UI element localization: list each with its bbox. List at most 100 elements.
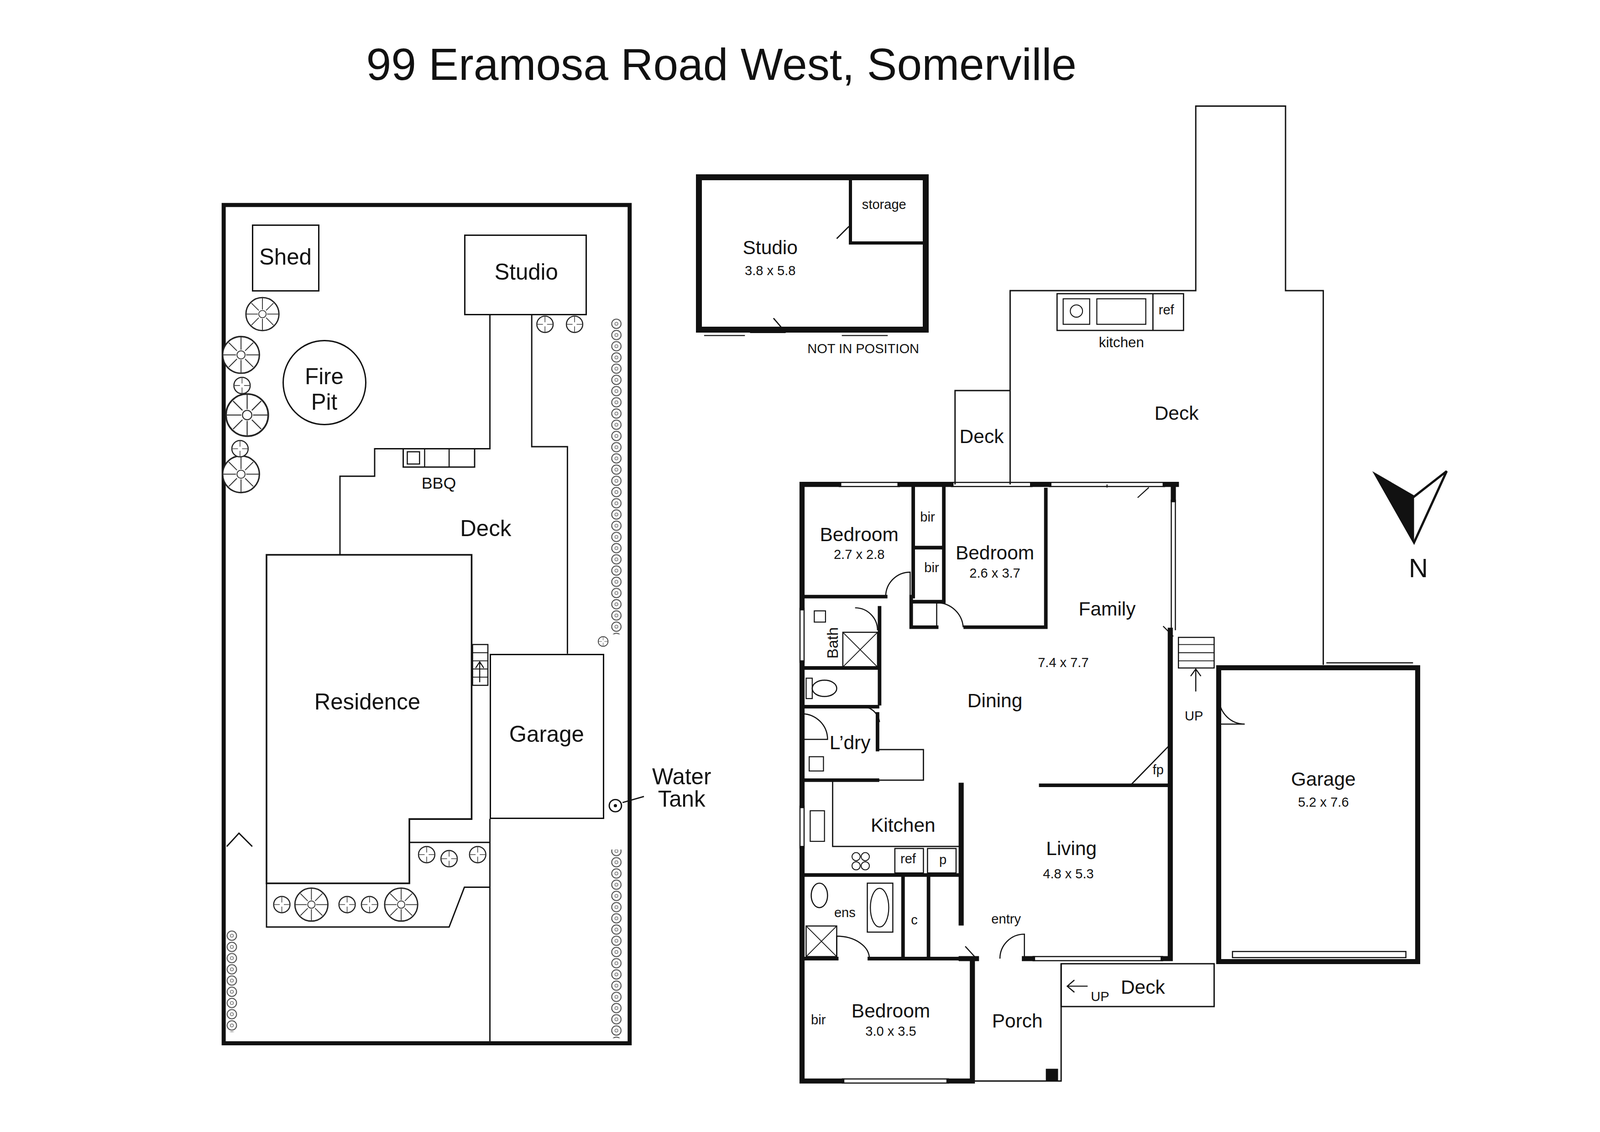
- shrub: [339, 896, 356, 914]
- room-name: Garage: [1291, 768, 1356, 792]
- sink-symbol: [1096, 298, 1146, 325]
- fixture-label: 4.8 x 5.3: [1042, 867, 1094, 882]
- fixture-label: kitchen: [1098, 334, 1145, 351]
- area-label: Kitchen: [870, 815, 936, 837]
- area-label: L’dry: [829, 732, 871, 754]
- area-label: Deck: [1154, 402, 1199, 424]
- bbq-symbol: [1063, 298, 1090, 325]
- shower: [805, 926, 837, 957]
- area-label: N: [1408, 553, 1428, 583]
- area-label: Deck: [1120, 977, 1166, 999]
- north-arrow-fill: [1375, 474, 1415, 543]
- bbq-divider: [424, 448, 450, 467]
- feature-label: BBQ: [421, 474, 457, 493]
- up-arrow: [1190, 669, 1201, 692]
- shrub: [536, 316, 554, 333]
- fixture-label: NOT IN POSITION: [807, 341, 920, 357]
- node-text-group: Fire Pit: [293, 363, 355, 416]
- door-swing: [836, 226, 849, 239]
- node-text-group: Garage: [509, 721, 585, 748]
- cooktop: [861, 862, 870, 871]
- bbq-grill: [407, 451, 420, 465]
- water-tank-dot: [613, 804, 617, 808]
- tree: [384, 888, 418, 921]
- bench: [832, 749, 960, 847]
- garden-bed: [266, 842, 490, 928]
- shrub: [469, 846, 487, 863]
- tree: [222, 455, 260, 493]
- node-text-group: Garage 5.2 x 7.6: [1291, 768, 1356, 811]
- shrub: [361, 896, 378, 914]
- garage-room: Garage 5.2 x 7.6: [1216, 665, 1421, 965]
- hedge: [224, 930, 239, 1033]
- room-name: Residence: [314, 689, 421, 716]
- internal-wall: [801, 484, 1171, 959]
- fixture-label: 2.6 x 3.7: [969, 566, 1020, 581]
- fixture-label: ref: [900, 852, 916, 867]
- area-label: Bedroom: [851, 1000, 931, 1022]
- fixture-label: bir: [920, 510, 935, 525]
- pantry: [927, 848, 957, 874]
- window-gap: [704, 172, 899, 335]
- feature-label: Bath: [824, 627, 842, 659]
- area-label: Living: [1045, 838, 1097, 860]
- area-label: Deck: [460, 516, 512, 541]
- node-text-group: Shed: [259, 244, 312, 271]
- cooktop: [861, 852, 870, 862]
- tree: [225, 393, 269, 437]
- cooktop: [852, 862, 861, 871]
- area-label: Bedroom: [820, 523, 899, 546]
- area-label: Porch: [992, 1010, 1043, 1033]
- tree: [245, 297, 279, 331]
- fixture-label: c: [910, 913, 918, 928]
- node-text-group: storage: [862, 197, 907, 213]
- room-name: Fire Pit: [293, 363, 355, 416]
- water-tank-symbol: [609, 799, 622, 812]
- stairs: [472, 644, 489, 686]
- house-plan: [800, 105, 1413, 1083]
- porch-post: [1045, 1068, 1059, 1082]
- outdoor-kitchen: [1056, 293, 1184, 331]
- external-wall: [801, 484, 1177, 1082]
- fixture-label: p: [939, 852, 947, 868]
- residence-outline-shape: [266, 554, 472, 884]
- area-label: Bedroom: [955, 542, 1035, 565]
- fixture-label: ens: [834, 905, 856, 921]
- driveway-line: [489, 819, 491, 1042]
- north-arrow: [1375, 471, 1447, 543]
- fridge-space: [894, 848, 924, 874]
- toilet: [811, 883, 828, 909]
- door-swing: [801, 572, 1245, 959]
- shrub: [598, 636, 608, 647]
- fixture-label: entry: [991, 912, 1021, 927]
- area-label: Water Tank: [645, 765, 718, 811]
- stair-treads: [1178, 644, 1214, 662]
- fireplace: [1130, 744, 1171, 786]
- node-text-group: Residence: [314, 689, 421, 716]
- deck-outline: [339, 315, 568, 654]
- laundry-tub: [809, 756, 824, 771]
- garage-door: [1232, 951, 1407, 958]
- area-label: Dining: [967, 690, 1023, 712]
- basin: [814, 611, 826, 623]
- fixture-label: ref: [1158, 303, 1175, 318]
- bbq-symbol: [1070, 304, 1083, 318]
- lot-boundary: [223, 204, 630, 1044]
- front-deck: [1061, 963, 1214, 1007]
- residence-outline-path: [266, 554, 472, 884]
- up-arrow: [475, 662, 484, 683]
- fixture-label: bir: [924, 560, 939, 576]
- fixture-label: fp: [1152, 763, 1164, 778]
- room-dimension: 5.2 x 7.6: [1291, 795, 1356, 811]
- storage-room: storage: [848, 174, 929, 245]
- shrub: [273, 896, 291, 914]
- fixture-label: UP: [1090, 989, 1109, 1005]
- tree: [222, 336, 260, 374]
- toilet: [812, 680, 837, 697]
- shower: [805, 926, 837, 957]
- node-text-group: Studio3.8 x 5.8: [742, 237, 798, 279]
- gate-symbol: [226, 833, 253, 847]
- site-plan: [222, 204, 644, 1044]
- sink: [810, 810, 825, 842]
